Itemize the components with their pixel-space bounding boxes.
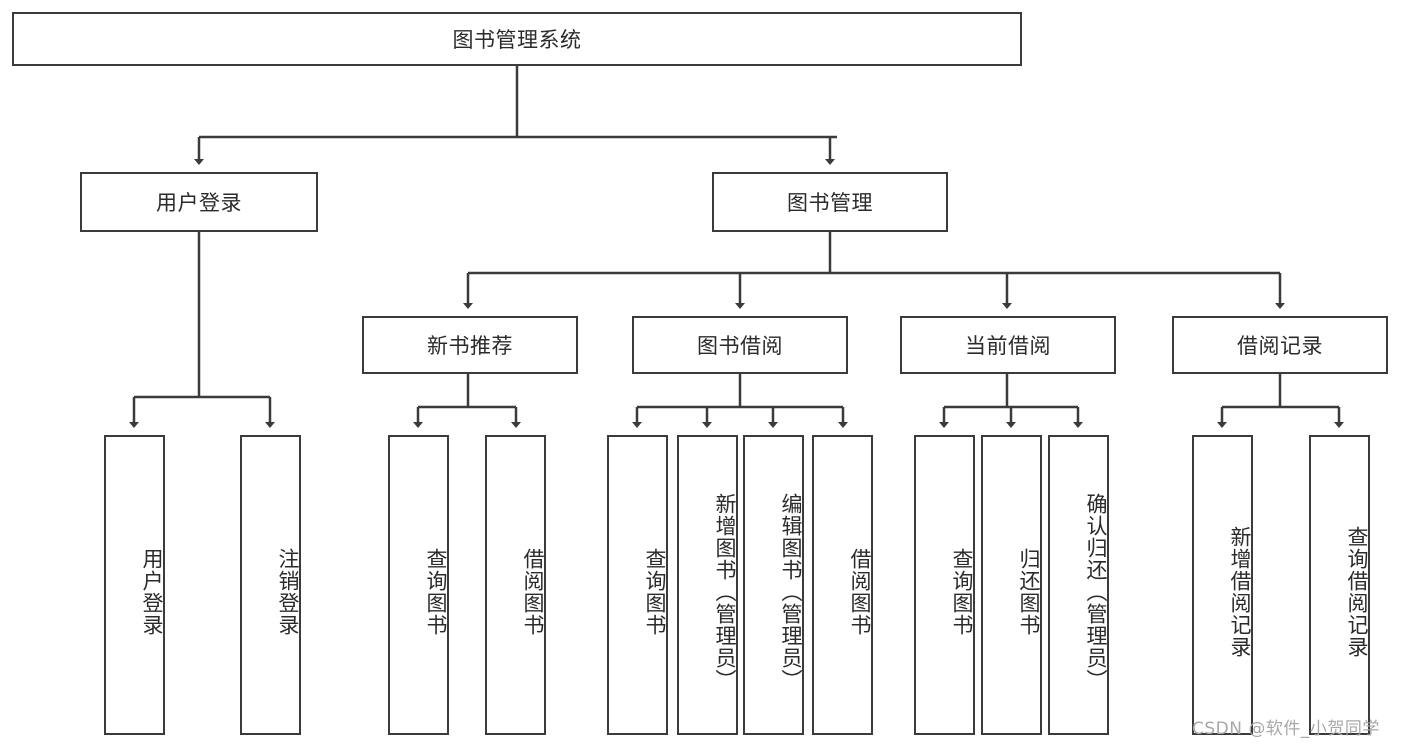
- node-leaf-confirm-return-label: 确认归还（管理员）: [1084, 493, 1108, 691]
- node-user-login[interactable]: 用户登录: [80, 172, 318, 232]
- node-leaf-user-logout-label: 注销登录: [276, 548, 300, 636]
- node-user-login-label: 用户登录: [156, 191, 242, 215]
- node-borrow-record-label: 借阅记录: [1237, 334, 1323, 358]
- node-leaf-add-book[interactable]: 新增图书（管理员）: [677, 435, 738, 735]
- node-leaf-query-book-3[interactable]: 查询图书: [914, 435, 975, 735]
- node-book-borrow-label: 图书借阅: [697, 334, 783, 358]
- node-new-book-recommend-label: 新书推荐: [427, 334, 513, 358]
- node-leaf-query-book-3-label: 查询图书: [950, 548, 974, 636]
- node-leaf-user-logout[interactable]: 注销登录: [240, 435, 301, 735]
- node-leaf-query-record-label: 查询借阅记录: [1345, 526, 1369, 658]
- node-leaf-user-login-label: 用户登录: [140, 548, 164, 636]
- node-leaf-add-book-label: 新增图书（管理员）: [713, 493, 737, 691]
- node-leaf-query-book-1[interactable]: 查询图书: [388, 435, 449, 735]
- node-leaf-user-login[interactable]: 用户登录: [104, 435, 165, 735]
- node-leaf-edit-book[interactable]: 编辑图书（管理员）: [743, 435, 804, 735]
- node-borrow-record[interactable]: 借阅记录: [1172, 316, 1388, 374]
- node-leaf-query-book-1-label: 查询图书: [424, 548, 448, 636]
- node-leaf-add-record-label: 新增借阅记录: [1228, 526, 1252, 658]
- node-leaf-edit-book-label: 编辑图书（管理员）: [779, 493, 803, 691]
- node-book-borrow[interactable]: 图书借阅: [632, 316, 848, 374]
- node-leaf-query-record[interactable]: 查询借阅记录: [1309, 435, 1370, 735]
- node-leaf-return-book[interactable]: 归还图书: [981, 435, 1042, 735]
- node-leaf-query-book-2[interactable]: 查询图书: [607, 435, 668, 735]
- node-book-manage[interactable]: 图书管理: [712, 172, 948, 232]
- node-book-manage-label: 图书管理: [787, 191, 873, 215]
- node-leaf-add-record[interactable]: 新增借阅记录: [1192, 435, 1253, 735]
- node-new-book-recommend[interactable]: 新书推荐: [362, 316, 578, 374]
- node-leaf-return-book-label: 归还图书: [1017, 548, 1041, 636]
- node-root-label: 图书管理系统: [452, 28, 582, 52]
- node-leaf-borrow-book-1[interactable]: 借阅图书: [485, 435, 546, 735]
- node-leaf-borrow-book-2-label: 借阅图书: [848, 548, 872, 636]
- node-leaf-confirm-return[interactable]: 确认归还（管理员）: [1048, 435, 1109, 735]
- node-leaf-borrow-book-1-label: 借阅图书: [521, 548, 545, 636]
- node-root[interactable]: 图书管理系统: [12, 12, 1022, 66]
- node-leaf-borrow-book-2[interactable]: 借阅图书: [812, 435, 873, 735]
- node-leaf-query-book-2-label: 查询图书: [643, 548, 667, 636]
- node-current-borrow[interactable]: 当前借阅: [900, 316, 1116, 374]
- node-current-borrow-label: 当前借阅: [965, 334, 1051, 358]
